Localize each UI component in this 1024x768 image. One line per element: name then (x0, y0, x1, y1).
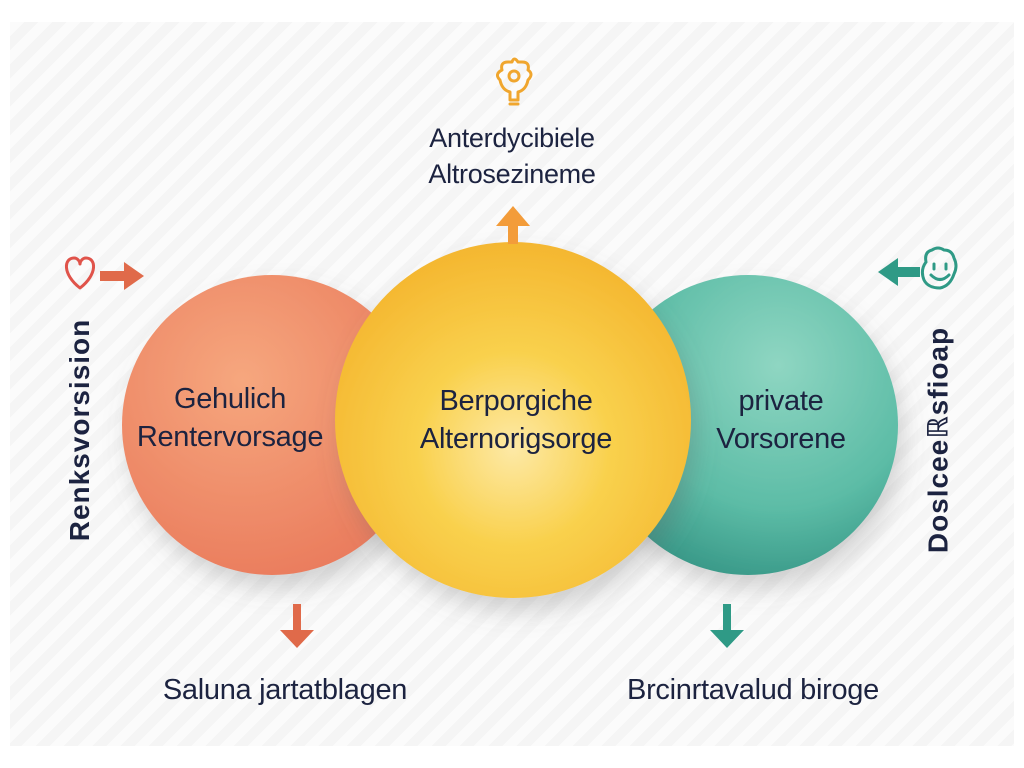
left-circle-label-line-1: Gehulich (173, 383, 287, 415)
top-arrow (496, 206, 530, 244)
smiley-face-icon (920, 246, 958, 290)
top-label-line-1: Anterdycibiele (429, 123, 595, 153)
left-top-arrow (100, 262, 144, 290)
right-circle-label-line-2: Vorsorene (716, 423, 846, 455)
top-label: Anterdycibiele Altrosezineme (362, 120, 662, 192)
center-circle-label-line-2: Alternorigsorge (419, 423, 613, 455)
left-circle-label-line-2: Rentervorsage (136, 421, 324, 453)
center-circle-label-line-1: Berporgiche (439, 385, 593, 417)
bottom-left-label: Saluna jartatblagen (162, 674, 408, 706)
heart-icon (65, 256, 95, 290)
lightbulb-gear-icon (495, 57, 533, 106)
right-circle-label-line-1: private (738, 385, 824, 417)
right-top-arrow (878, 258, 920, 286)
right-circle-label: private Vorsorene (676, 382, 886, 458)
left-circle (122, 275, 422, 575)
center-circle (335, 242, 691, 598)
left-circle-label: Gehulich Rentervorsage (110, 380, 350, 456)
left-vertical-label: Renksvorsision (64, 318, 95, 542)
right-vertical-label: Doslceeℝsfioap (922, 326, 954, 554)
bottom-right-arrow (710, 604, 744, 648)
bottom-right-label: Brcinrtavalud biroge (627, 674, 879, 706)
top-label-line-2: Altrosezineme (428, 159, 596, 189)
bottom-left-arrow (280, 604, 314, 648)
center-circle-label: Berporgiche Alternorigsorge (376, 382, 656, 458)
